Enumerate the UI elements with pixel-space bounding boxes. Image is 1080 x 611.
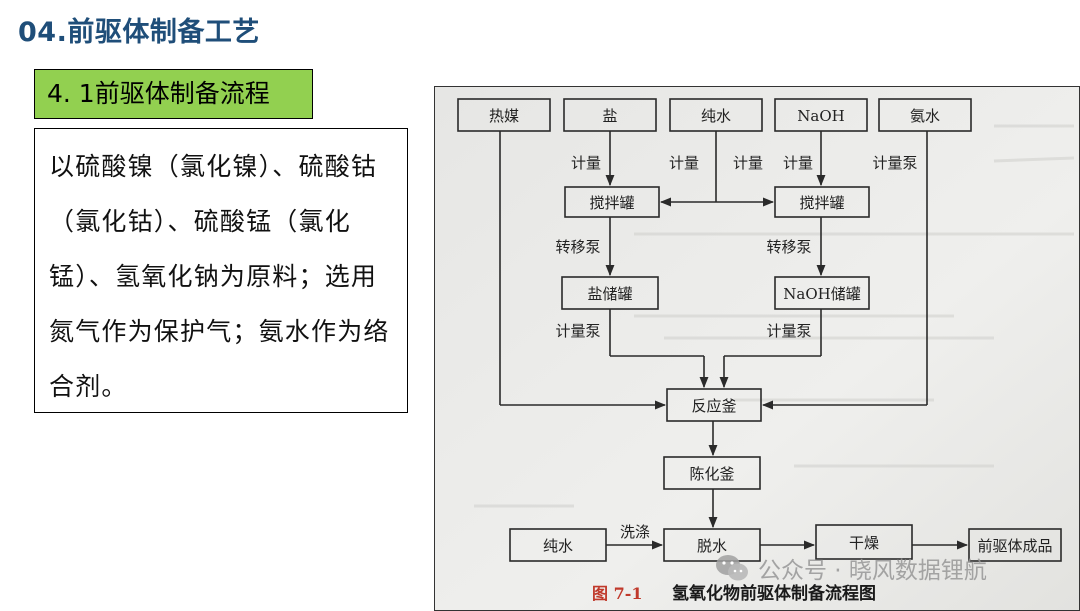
label-product: 前驱体成品 xyxy=(977,537,1052,555)
box-naoh-storage xyxy=(774,276,870,310)
flowchart-photo: 热媒 盐 纯水 NaOH 氨水 计量 计量 计量 计量 计量泵 转移泵 转移泵 … xyxy=(434,86,1080,611)
box-reactor xyxy=(666,388,762,422)
label-stir-tank-right: 搅拌罐 xyxy=(799,194,844,212)
box-product xyxy=(968,528,1062,562)
label-drying: 干燥 xyxy=(849,534,879,552)
edge-meter-naoh: 计量 xyxy=(783,154,813,172)
label-salt: 盐 xyxy=(602,107,617,125)
label-naoh: NaOH xyxy=(797,107,844,125)
edge-meter-pump-left: 计量泵 xyxy=(555,322,600,340)
box-aging xyxy=(663,456,761,490)
box-stir-tank-right xyxy=(774,186,870,218)
edge-meter-salt: 计量 xyxy=(571,154,601,172)
edge-meter-pump-right: 计量泵 xyxy=(766,322,811,340)
edge-meter-water-left: 计量 xyxy=(669,154,699,172)
photo-background xyxy=(434,86,1080,611)
watermark: 公众号 · 晓风数据锂航 xyxy=(714,552,987,584)
description-text: 以硫酸镍（氯化镍）、硫酸钴（氯化钴）、硫酸锰（氯化锰）、氢氧化钠为原料；选用氮气… xyxy=(49,152,390,401)
box-drying xyxy=(815,524,913,560)
section-tag: 4. 1前驱体制备流程 xyxy=(34,69,313,119)
box-ammonia xyxy=(878,98,972,132)
edge-transfer-pump-left: 转移泵 xyxy=(555,238,600,256)
box-heat-medium xyxy=(457,98,551,132)
edge-transfer-pump-right: 转移泵 xyxy=(766,238,811,256)
label-reactor: 反应釜 xyxy=(691,397,736,415)
label-aging: 陈化釜 xyxy=(689,465,734,483)
label-pure-water-bottom: 纯水 xyxy=(543,537,573,555)
page-title: 04.前驱体制备工艺 xyxy=(18,17,260,48)
edge-meter-water-right: 计量 xyxy=(733,154,763,172)
caption-number: 图 7-1 xyxy=(592,584,642,603)
label-ammonia: 氨水 xyxy=(910,107,940,125)
label-stir-tank-left: 搅拌罐 xyxy=(589,194,634,212)
edge-meter-pump-ammonia: 计量泵 xyxy=(872,154,917,172)
label-heat-medium: 热媒 xyxy=(489,107,519,125)
watermark-text: 公众号 · 晓风数据锂航 xyxy=(758,558,987,584)
label-naoh-storage: NaOH储罐 xyxy=(783,285,860,303)
box-stir-tank-left xyxy=(564,186,660,218)
caption-title: 氢氧化物前驱体制备流程图 xyxy=(672,583,876,604)
label-pure-water: 纯水 xyxy=(701,107,731,125)
description-box: 以硫酸镍（氯化镍）、硫酸钴（氯化钴）、硫酸锰（氯化锰）、氢氧化钠为原料；选用氮气… xyxy=(34,128,408,413)
label-salt-storage: 盐储罐 xyxy=(587,285,632,303)
label-dehydration: 脱水 xyxy=(697,537,727,555)
edge-washing: 洗涤 xyxy=(620,523,650,541)
wechat-icon xyxy=(716,555,748,581)
